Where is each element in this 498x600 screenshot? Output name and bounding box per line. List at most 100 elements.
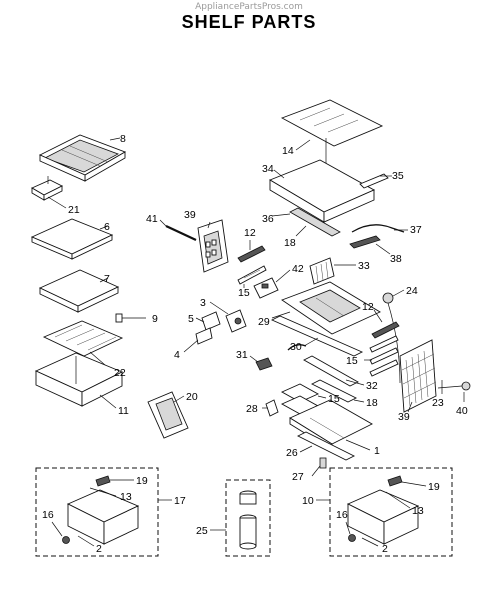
- part-2-handle-right[interactable]: [361, 537, 379, 547]
- part-9-clip[interactable]: [115, 313, 146, 323]
- callout-15c: 15: [346, 355, 358, 367]
- callout-36: 36: [262, 213, 274, 225]
- callout-16a: 16: [42, 509, 54, 521]
- part-24-sensor[interactable]: [382, 289, 405, 384]
- callout-32: 32: [366, 380, 378, 392]
- callout-30: 30: [290, 341, 302, 353]
- callout-2a: 2: [96, 543, 102, 555]
- part-39-grille[interactable]: [399, 339, 437, 413]
- callout-35: 35: [392, 170, 404, 182]
- callout-22: 22: [114, 367, 126, 379]
- callout-18a: 18: [284, 237, 296, 249]
- part-37-wire[interactable]: [351, 224, 408, 233]
- part-8-shelf[interactable]: [38, 134, 127, 182]
- part-33-bracket[interactable]: [309, 257, 356, 285]
- part-17-drawer-left[interactable]: [66, 489, 172, 545]
- part-30-rail[interactable]: [270, 315, 364, 357]
- callout-26: 26: [286, 447, 298, 459]
- callout-20: 20: [186, 391, 198, 403]
- callout-4: 4: [174, 349, 180, 361]
- part-35-rail[interactable]: [359, 173, 392, 189]
- callout-7: 7: [104, 273, 110, 285]
- callout-39a: 39: [184, 209, 196, 221]
- callout-23: 23: [432, 397, 444, 409]
- callout-39b: 39: [398, 411, 410, 423]
- callout-40: 40: [456, 405, 468, 417]
- part-19-clip-right[interactable]: [387, 475, 427, 487]
- watermark-text: AppliancePartsPros.com: [195, 2, 303, 12]
- callout-28: 28: [246, 403, 258, 415]
- part-21-bracket[interactable]: [31, 176, 67, 209]
- part-42-module[interactable]: [253, 269, 291, 299]
- part-10-drawer-right[interactable]: [316, 489, 420, 545]
- callout-13a: 13: [120, 491, 132, 503]
- part-13-rail-right[interactable]: [385, 491, 411, 509]
- part-16-knob-right[interactable]: [345, 521, 356, 542]
- callout-25: 25: [196, 525, 208, 537]
- part-11-drawer[interactable]: [34, 352, 124, 409]
- callout-5: 5: [188, 313, 194, 325]
- part-41-tube[interactable]: [159, 219, 197, 241]
- callout-11: 11: [118, 405, 129, 417]
- callout-16b: 16: [336, 509, 348, 521]
- callout-6: 6: [104, 221, 110, 233]
- callout-12a: 12: [244, 227, 256, 239]
- callout-41: 41: [146, 213, 158, 225]
- part-32-rail[interactable]: [287, 343, 365, 387]
- drawer-kit-right-box: [329, 467, 453, 557]
- callout-21: 21: [68, 204, 80, 216]
- part-12-light-bar-right[interactable]: [371, 309, 400, 339]
- part-20-pan[interactable]: [147, 391, 189, 439]
- part-28-bracket[interactable]: [262, 399, 279, 417]
- part-29-shelf[interactable]: [271, 281, 381, 335]
- callout-37: 37: [410, 224, 422, 236]
- callout-42: 42: [292, 263, 304, 275]
- part-18-lower-rail[interactable]: [310, 379, 365, 403]
- callout-14: 14: [282, 145, 294, 157]
- callout-9: 9: [152, 313, 158, 325]
- part-2-handle-left[interactable]: [77, 535, 95, 547]
- part-40-fitting[interactable]: [437, 381, 471, 402]
- callout-27: 27: [292, 471, 304, 483]
- callout-17: 17: [174, 495, 186, 507]
- part-34-frame[interactable]: [268, 159, 376, 223]
- part-13-rail-left[interactable]: [89, 487, 117, 497]
- callout-12b: 12: [362, 301, 374, 313]
- callout-10: 10: [302, 495, 314, 507]
- part-19-clip-left[interactable]: [95, 475, 134, 487]
- callout-15a: 15: [238, 287, 250, 299]
- part-31-clip[interactable]: [249, 355, 273, 371]
- part-36-rail[interactable]: [271, 207, 341, 237]
- callout-8: 8: [120, 133, 126, 145]
- callout-24: 24: [406, 285, 418, 297]
- callout-38: 38: [390, 253, 402, 265]
- drawer-kit-left-box: [35, 467, 159, 557]
- part-12-light-bar[interactable]: [237, 240, 266, 263]
- part-18-rail[interactable]: [295, 225, 307, 237]
- part-26-rail[interactable]: [296, 431, 356, 461]
- part-27-clip[interactable]: [311, 457, 327, 477]
- callout-18b: 18: [366, 397, 378, 409]
- part-16-knob-left[interactable]: [51, 521, 70, 544]
- callout-33: 33: [358, 260, 370, 272]
- callout-29: 29: [258, 316, 270, 328]
- callout-1: 1: [374, 445, 380, 457]
- page-title: SHELF PARTS: [181, 12, 317, 32]
- part-39-housing[interactable]: [197, 219, 229, 273]
- part-3-damper[interactable]: [209, 301, 247, 333]
- part-6-glass-shelf[interactable]: [30, 218, 114, 260]
- part-7-shelf[interactable]: [38, 269, 120, 313]
- part-15-light-strip[interactable]: [237, 265, 267, 288]
- part-38-bar[interactable]: [349, 235, 391, 255]
- callout-2b: 2: [382, 543, 388, 555]
- part-25-filter[interactable]: [210, 479, 271, 557]
- part-15-right-strips[interactable]: [364, 335, 399, 377]
- callout-19b: 19: [428, 481, 440, 493]
- part-5-cover[interactable]: [195, 311, 221, 331]
- callout-13b: 13: [412, 505, 424, 517]
- callout-19a: 19: [136, 475, 148, 487]
- part-4-wire[interactable]: [183, 327, 213, 353]
- callout-3: 3: [200, 297, 206, 309]
- callout-34: 34: [262, 163, 274, 175]
